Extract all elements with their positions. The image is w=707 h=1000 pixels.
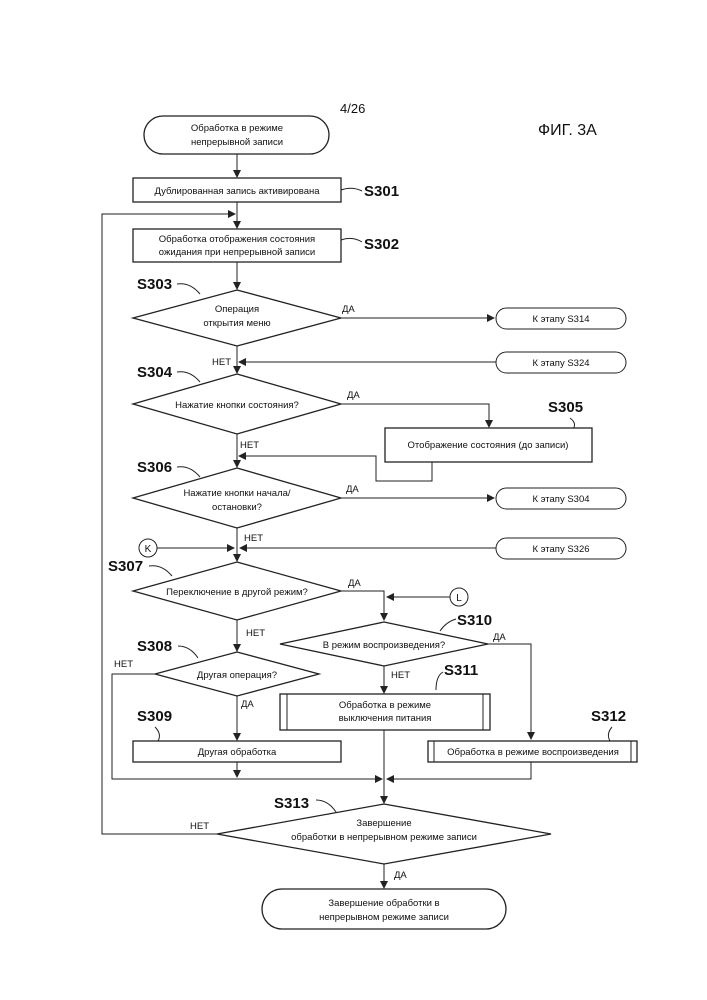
s305-text: Отображение состояния (до записи)	[408, 440, 569, 451]
connector-l: L	[450, 588, 468, 606]
s307-no: НЕТ	[246, 628, 265, 639]
s302-text-1: Обработка отображения состояния	[159, 234, 315, 245]
s308-label: S308	[137, 638, 172, 655]
step-s302: Обработка отображения состояния ожидания…	[133, 229, 341, 262]
s308-leader	[178, 646, 198, 658]
s309-text: Другая обработка	[198, 747, 277, 758]
s310-label: S310	[457, 612, 492, 629]
s301-leader	[341, 188, 362, 191]
flow-arrow	[341, 591, 384, 620]
decision-s308: Другая операция?	[155, 652, 319, 696]
s310-text: В режим воспроизведения?	[323, 640, 445, 651]
s313-no: НЕТ	[190, 821, 209, 832]
flow-arrow	[387, 762, 531, 779]
s306-text-2: остановки?	[212, 502, 262, 513]
s304-leader	[177, 372, 200, 382]
s305-label: S305	[548, 399, 583, 416]
s306-yes: ДА	[346, 484, 359, 495]
s304-label: S304	[137, 364, 173, 381]
s307-label: S307	[108, 558, 143, 575]
s309-leader	[155, 727, 159, 741]
flow-arrow	[341, 404, 489, 427]
s302-label: S302	[364, 236, 399, 253]
s303-text-2: открытия меню	[203, 318, 270, 329]
flow-arrow	[488, 644, 531, 739]
decision-s307: Переключение в другой режим?	[133, 562, 341, 620]
start-terminator: Обработка в режиме непрерывной записи	[144, 116, 329, 154]
s306-text-1: Нажатие кнопки начала/	[183, 488, 290, 499]
s302-leader	[341, 238, 362, 242]
s307-yes: ДА	[348, 578, 361, 589]
s313-text-1: Завершение	[356, 818, 411, 829]
s304-yes: ДА	[347, 390, 360, 401]
s308-text: Другая операция?	[197, 670, 277, 681]
decision-s303: Операция открытия меню	[133, 290, 341, 346]
start-text-1: Обработка в режиме	[191, 123, 283, 134]
goto-s324-text: К этапу S324	[532, 358, 589, 369]
s313-yes: ДА	[394, 870, 407, 881]
s310-yes: ДА	[493, 632, 506, 643]
s309-label: S309	[137, 708, 172, 725]
step-s301: Дублированная запись активирована	[133, 178, 341, 202]
start-text-2: непрерывной записи	[191, 137, 283, 148]
s306-leader	[177, 467, 200, 477]
s308-yes: ДА	[241, 699, 254, 710]
end-terminator: Завершение обработки в непрерывном режим…	[262, 889, 506, 929]
s312-text: Обработка в режиме воспроизведения	[447, 747, 619, 758]
s313-leader	[316, 800, 336, 812]
s313-label: S313	[274, 795, 309, 812]
s313-text-2: обработки в непрерывном режиме записи	[291, 832, 477, 843]
goto-s326-text: К этапу S326	[532, 544, 589, 555]
s311-leader	[436, 672, 443, 690]
goto-s324: К этапу S324	[496, 352, 626, 373]
s303-text-1: Операция	[215, 304, 259, 315]
s303-no: НЕТ	[212, 357, 231, 368]
s304-no: НЕТ	[240, 440, 259, 451]
connector-k: K	[139, 539, 157, 557]
s303-yes: ДА	[342, 304, 355, 315]
goto-s304-text: К этапу S304	[532, 494, 589, 505]
goto-s314: К этапу S314	[496, 308, 626, 329]
end-text-2: непрерывном режиме записи	[319, 912, 449, 923]
s302-text-2: ожидания при непрерывной записи	[159, 247, 315, 258]
s308-no: НЕТ	[114, 659, 133, 670]
s301-text: Дублированная запись активирована	[154, 186, 320, 197]
s312-label: S312	[591, 708, 626, 725]
s310-leader	[440, 619, 456, 631]
s310-no: НЕТ	[391, 670, 410, 681]
goto-s304: К этапу S304	[496, 488, 626, 509]
s301-label: S301	[364, 183, 399, 200]
goto-s314-text: К этапу S314	[532, 314, 589, 325]
end-text-1: Завершение обработки в	[328, 898, 439, 909]
step-s309: Другая обработка	[133, 741, 341, 762]
s311-text-1: Обработка в режиме	[339, 700, 431, 711]
step-s311: Обработка в режиме выключения питания	[280, 694, 490, 730]
decision-s304: Нажатие кнопки состояния?	[133, 374, 341, 434]
s303-leader	[177, 284, 200, 294]
s304-text: Нажатие кнопки состояния?	[175, 400, 299, 411]
step-s305: Отображение состояния (до записи)	[385, 428, 592, 462]
decision-s306: Нажатие кнопки начала/ остановки?	[133, 468, 341, 528]
page-number: 4/26	[340, 101, 365, 116]
s307-text: Переключение в другой режим?	[166, 587, 308, 598]
step-s312: Обработка в режиме воспроизведения	[428, 741, 637, 762]
s306-no: НЕТ	[244, 533, 263, 544]
connector-l-text: L	[456, 593, 462, 604]
s307-leader	[149, 566, 172, 576]
s312-leader	[608, 727, 612, 741]
s303-label: S303	[137, 276, 172, 293]
figure-title: ФИГ. 3А	[538, 122, 597, 139]
connector-k-text: K	[145, 544, 152, 555]
s306-label: S306	[137, 459, 172, 476]
decision-s313: Завершение обработки в непрерывном режим…	[217, 804, 551, 864]
goto-s326: К этапу S326	[496, 538, 626, 559]
s311-label: S311	[444, 662, 478, 679]
s311-text-2: выключения питания	[339, 713, 432, 724]
